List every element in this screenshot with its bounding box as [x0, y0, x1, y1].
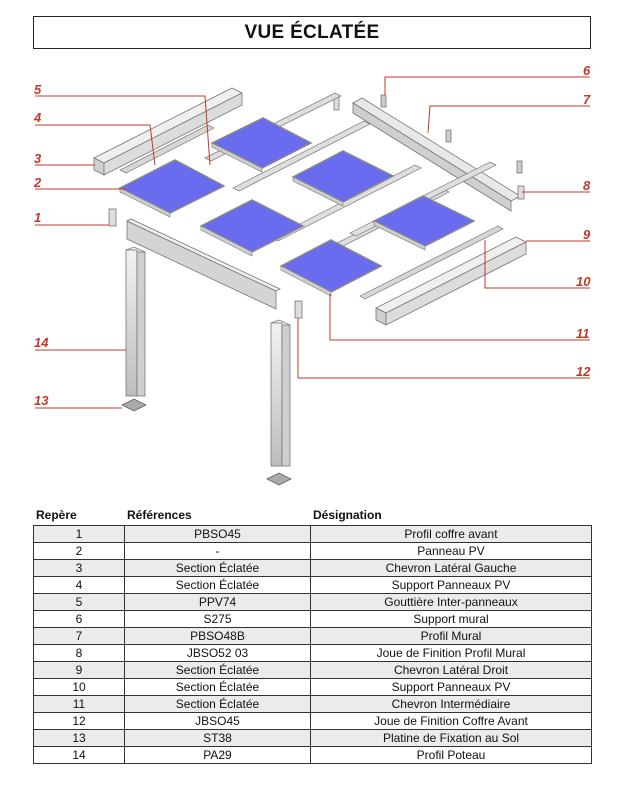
- cell-repere: 13: [33, 729, 125, 747]
- cell-designation: Profil Poteau: [310, 746, 592, 764]
- callout-3: 3: [34, 151, 42, 166]
- cell-reference: Section Éclatée: [124, 661, 311, 679]
- callout-2: 2: [33, 175, 42, 190]
- cell-reference: Section Éclatée: [124, 559, 311, 577]
- callout-12: 12: [576, 364, 591, 379]
- callout-leaders: [35, 76, 590, 409]
- cell-reference: Section Éclatée: [124, 678, 311, 696]
- cell-repere: 10: [33, 678, 125, 696]
- wall-profile: [352, 97, 521, 212]
- exploded-view-diagram: 5 4 3 2 1 14 13 6 7 8 9 10 11 12: [33, 63, 591, 486]
- cell-reference: PPV74: [124, 593, 311, 611]
- panel-support-left: [119, 124, 215, 174]
- callout-11: 11: [576, 326, 590, 341]
- post-left: [125, 246, 146, 397]
- wall-support: [380, 94, 523, 174]
- cell-designation: Chevron Latéral Droit: [310, 661, 592, 679]
- cell-designation: Profil coffre avant: [310, 525, 592, 543]
- cell-reference: ST38: [124, 729, 311, 747]
- right-lateral-rafter: [375, 236, 527, 326]
- cell-repere: 7: [33, 627, 125, 645]
- front-profile-end-cap: [108, 208, 117, 227]
- cell-designation: Support mural: [310, 610, 592, 628]
- cell-designation: Support Panneaux PV: [310, 678, 592, 696]
- panel-support-right: [359, 225, 504, 300]
- front-box-profile: [126, 218, 281, 310]
- callout-6: 6: [583, 63, 591, 78]
- base-plate: [121, 398, 292, 486]
- cell-reference: JBSO45: [124, 712, 311, 730]
- cell-repere: 9: [33, 661, 125, 679]
- callout-labels: 5 4 3 2 1 14 13 6 7 8 9 10 11 12: [33, 63, 591, 408]
- callout-5: 5: [34, 82, 42, 97]
- header-designation: Désignation: [313, 508, 382, 522]
- cell-reference: JBSO52 03: [124, 644, 311, 662]
- cell-reference: -: [124, 542, 311, 560]
- cell-repere: 1: [33, 525, 125, 543]
- cell-designation: Chevron Latéral Gauche: [310, 559, 592, 577]
- callout-14: 14: [34, 335, 49, 350]
- callout-9: 9: [583, 227, 591, 242]
- callout-4: 4: [33, 110, 42, 125]
- cell-repere: 6: [33, 610, 125, 628]
- cell-reference: Section Éclatée: [124, 576, 311, 594]
- header-references: Références: [127, 508, 192, 522]
- cell-repere: 11: [33, 695, 125, 713]
- table-header: Repère Références Désignation: [33, 508, 591, 525]
- callout-8: 8: [583, 178, 591, 193]
- callout-10: 10: [576, 274, 591, 289]
- cell-reference: PBSO45: [124, 525, 311, 543]
- cell-repere: 8: [33, 644, 125, 662]
- cell-reference: Section Éclatée: [124, 695, 311, 713]
- cell-repere: 12: [33, 712, 125, 730]
- page-title: VUE ÉCLATÉE: [244, 21, 380, 43]
- callout-13: 13: [34, 393, 49, 408]
- cell-reference: PBSO48B: [124, 627, 311, 645]
- title-box: VUE ÉCLATÉE: [33, 16, 591, 49]
- cell-designation: Chevron Intermédiaire: [310, 695, 592, 713]
- post-right: [270, 319, 291, 467]
- cell-designation: Joue de Finition Profil Mural: [310, 644, 592, 662]
- cell-designation: Panneau PV: [310, 542, 592, 560]
- front-end-cap-right: [294, 300, 303, 319]
- cell-repere: 2: [33, 542, 125, 560]
- cell-repere: 14: [33, 746, 125, 764]
- cell-repere: 3: [33, 559, 125, 577]
- cell-reference: PA29: [124, 746, 311, 764]
- cell-reference: S275: [124, 610, 311, 628]
- cell-repere: 4: [33, 576, 125, 594]
- callout-1: 1: [34, 210, 41, 225]
- cell-designation: Platine de Fixation au Sol: [310, 729, 592, 747]
- left-lateral-rafter: [93, 87, 243, 176]
- cell-repere: 5: [33, 593, 125, 611]
- cell-designation: Gouttière Inter-panneaux: [310, 593, 592, 611]
- pv-panels: [118, 117, 476, 297]
- callout-7: 7: [583, 92, 591, 107]
- cell-designation: Joue de Finition Coffre Avant: [310, 712, 592, 730]
- header-repere: Repère: [36, 508, 77, 522]
- table-row: 2-Panneau PV: [33, 542, 592, 560]
- cell-designation: Profil Mural: [310, 627, 592, 645]
- cell-designation: Support Panneaux PV: [310, 576, 592, 594]
